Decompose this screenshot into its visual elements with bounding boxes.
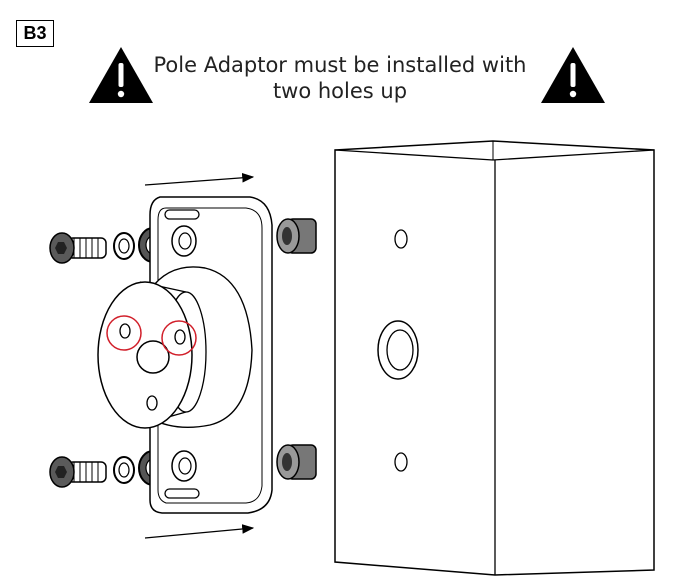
step-badge: B3 <box>16 20 54 47</box>
warning-triangle-icon <box>89 47 153 103</box>
pole-hole-top <box>394 229 408 249</box>
pole-hole-bottom <box>394 452 408 472</box>
screw-bottom <box>49 456 107 488</box>
warning-triangle-icon <box>541 47 605 103</box>
warning-caption: Pole Adaptor must be installed with two … <box>150 52 530 104</box>
direction-arrow-bottom <box>144 524 255 539</box>
spring-washer-top <box>113 232 135 260</box>
pole-adaptor <box>97 281 207 429</box>
pole-hole-center-inner <box>386 329 414 371</box>
direction-arrow-top <box>144 173 255 186</box>
highlight-hole-left <box>106 315 142 351</box>
spacer-bottom <box>276 444 317 480</box>
square-pole <box>334 140 655 576</box>
spacer-top <box>276 218 317 254</box>
spring-washer-bottom <box>113 456 135 484</box>
highlight-hole-right <box>161 320 197 356</box>
step-label: B3 <box>23 23 47 43</box>
screw-top <box>49 232 107 264</box>
warning-line-2: two holes up <box>272 79 408 103</box>
warning-line-1: Pole Adaptor must be installed with <box>153 53 527 77</box>
